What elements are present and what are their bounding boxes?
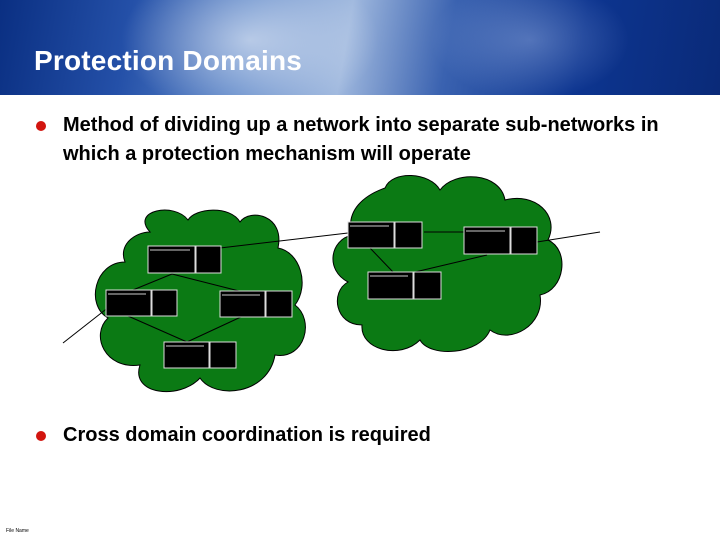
banner-highlight bbox=[430, 0, 630, 95]
right-domain-cloud bbox=[332, 175, 563, 352]
bullet-dot bbox=[36, 431, 46, 441]
footer-file-name: File Name bbox=[6, 528, 29, 534]
network-node bbox=[219, 290, 293, 318]
network-node bbox=[463, 226, 538, 255]
bullet-text: Cross domain coordination is required bbox=[63, 424, 431, 446]
bullet-item: Method of dividing up a network into sep… bbox=[36, 111, 696, 169]
network-node bbox=[367, 271, 442, 300]
link-line bbox=[127, 315, 188, 343]
network-node bbox=[163, 341, 237, 369]
bullet-text: Method of dividing up a network into sep… bbox=[63, 114, 659, 165]
link-line bbox=[414, 254, 488, 273]
network-node bbox=[347, 221, 423, 249]
link-line bbox=[171, 273, 244, 293]
title-banner: Protection Domains bbox=[0, 0, 720, 95]
link-line bbox=[127, 273, 173, 293]
link-line bbox=[369, 247, 394, 273]
banner-highlight bbox=[120, 0, 380, 95]
link-line bbox=[536, 231, 601, 243]
protection-domains-diagram bbox=[62, 175, 601, 392]
slide-title: Protection Domains bbox=[34, 45, 303, 76]
network-node bbox=[105, 289, 178, 317]
network-node bbox=[147, 245, 222, 274]
link-line bbox=[186, 315, 244, 343]
link-line bbox=[219, 232, 349, 249]
bullet-item: Cross domain coordination is required bbox=[36, 421, 696, 450]
bullet-dot bbox=[36, 121, 46, 131]
